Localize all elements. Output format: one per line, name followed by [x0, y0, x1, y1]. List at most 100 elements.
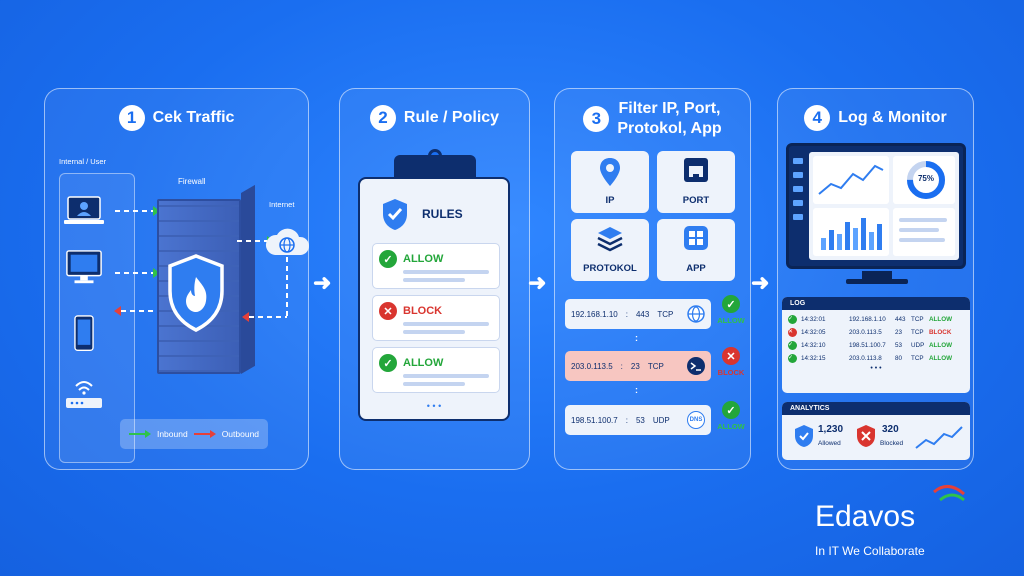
panel-cek-traffic: 1 Cek Traffic Internal / User Firewall	[44, 88, 309, 470]
traffic-arrows-left	[114, 206, 160, 316]
panel-log-monitor: 4 Log & Monitor 75%	[777, 88, 974, 470]
dns-badge: DNS	[687, 411, 705, 429]
traffic-legend: Inbound Outbound	[120, 419, 268, 449]
panel-filter: 3 Filter IP, Port, Protokol, App IP PORT…	[554, 88, 751, 470]
terminal-icon	[687, 357, 705, 375]
allowed-count: 1,230	[818, 424, 844, 435]
step-title: Rule / Policy	[403, 109, 500, 126]
router-icon	[66, 381, 102, 408]
shield-check-icon	[795, 425, 813, 447]
analytics-title: ANALYTICS	[782, 402, 970, 415]
filter-tile-app: APP	[657, 219, 735, 281]
check-icon: ✓	[722, 295, 740, 313]
shield-check-icon	[383, 199, 407, 230]
line-chart-icon	[813, 156, 889, 204]
check-icon: ✓	[788, 354, 797, 363]
text-lines-icon	[893, 208, 955, 256]
rule-item-allow: ✓ ALLOW	[372, 347, 500, 393]
brand-tagline: In IT We Collaborate	[815, 544, 925, 558]
firewall-label: Firewall	[178, 177, 206, 186]
step-header: 3 Filter IP, Port, Protokol, App	[555, 99, 750, 139]
analytics-panel: ANALYTICS 1,230 Allowed 320 Blocked	[782, 402, 970, 460]
app-grid-icon	[684, 226, 708, 250]
laptop-icon	[64, 196, 104, 224]
flow-arrow-1: ➜	[313, 270, 332, 295]
panel-rule-policy: 2 Rule / Policy RULES ✓ ALLOW ✕ BLOCK ✓ …	[339, 88, 530, 470]
desktop-icon	[66, 250, 102, 284]
location-pin-icon	[600, 158, 620, 186]
x-icon: ✕	[379, 302, 397, 320]
step-title: Cek Traffic	[152, 109, 235, 126]
outbound-arrow-icon	[193, 430, 216, 438]
step-header: 4 Log & Monitor	[778, 105, 973, 131]
step-number: 1	[118, 105, 145, 131]
donut-gauge-icon	[907, 161, 945, 199]
internal-user-label: Internal / User	[59, 157, 107, 166]
check-icon: ✓	[722, 401, 740, 419]
rules-more: • • •	[426, 401, 442, 411]
verdict-allow: ✓ALLOW	[713, 295, 749, 325]
ethernet-port-icon	[684, 158, 708, 182]
legend-inbound: Inbound	[156, 429, 188, 439]
brand-swoosh-icon	[933, 485, 965, 502]
shield-x-icon	[857, 425, 875, 447]
x-icon: ✕	[788, 328, 797, 337]
flow-arrow-3: ➜	[751, 270, 770, 295]
rule-label: ALLOW	[403, 357, 444, 369]
legend-outbound: Outbound	[221, 429, 260, 439]
inbound-arrow-icon	[128, 430, 151, 438]
flow-arrow-2: ➜	[528, 270, 547, 295]
blocked-label: Blocked	[880, 440, 904, 447]
check-icon: ✓	[788, 315, 797, 324]
rule-label: ALLOW	[403, 253, 444, 265]
verdict-allow: ✓ALLOW	[713, 401, 749, 431]
rule-item-allow: ✓ ALLOW	[372, 243, 500, 289]
bar-chart-icon	[813, 208, 889, 256]
dashboard-screen: 75%	[809, 152, 959, 260]
verdict-block: ✕BLOCK	[713, 347, 749, 377]
step-title: Log & Monitor	[838, 109, 947, 126]
smartphone-icon	[74, 315, 94, 351]
filter-tile-port: PORT	[657, 151, 735, 213]
rule-label: BLOCK	[403, 305, 443, 317]
step-number: 2	[369, 105, 396, 131]
separator: :	[635, 333, 638, 343]
gauge-value: 75%	[917, 174, 934, 183]
layers-icon	[597, 227, 623, 252]
filter-tile-ip: IP	[571, 151, 649, 213]
rules-title: RULES	[422, 207, 463, 221]
x-icon: ✕	[722, 347, 740, 365]
filter-tile-protokol: PROTOKOL	[571, 219, 649, 281]
check-icon: ✓	[379, 354, 397, 372]
step-header: 2 Rule / Policy	[340, 105, 529, 131]
separator: :	[635, 385, 638, 395]
blocked-count: 320	[882, 424, 899, 435]
globe-icon	[687, 305, 705, 323]
step-title: Filter IP, Port, Protokol, App	[617, 100, 722, 137]
log-more: • • •	[870, 365, 882, 372]
internet-label: Internet	[269, 200, 295, 209]
check-icon: ✓	[788, 341, 797, 350]
allowed-label: Allowed	[818, 440, 841, 447]
gauge-card: 75%	[893, 156, 955, 204]
monitor-stand	[862, 271, 892, 281]
monitor-display: 75%	[786, 143, 966, 269]
step-number: 3	[583, 106, 610, 132]
brand-name: Edavos	[815, 500, 916, 533]
shield-fire-icon	[168, 254, 224, 332]
step-number: 4	[804, 105, 831, 131]
trend-line-icon	[915, 426, 963, 449]
monitor-stand-base	[846, 279, 908, 284]
rule-item-block: ✕ BLOCK	[372, 295, 500, 341]
log-title: LOG	[782, 297, 970, 310]
internet-cloud-icon	[237, 228, 309, 322]
rules-clipboard: RULES ✓ ALLOW ✕ BLOCK ✓ ALLOW • • •	[358, 177, 510, 421]
